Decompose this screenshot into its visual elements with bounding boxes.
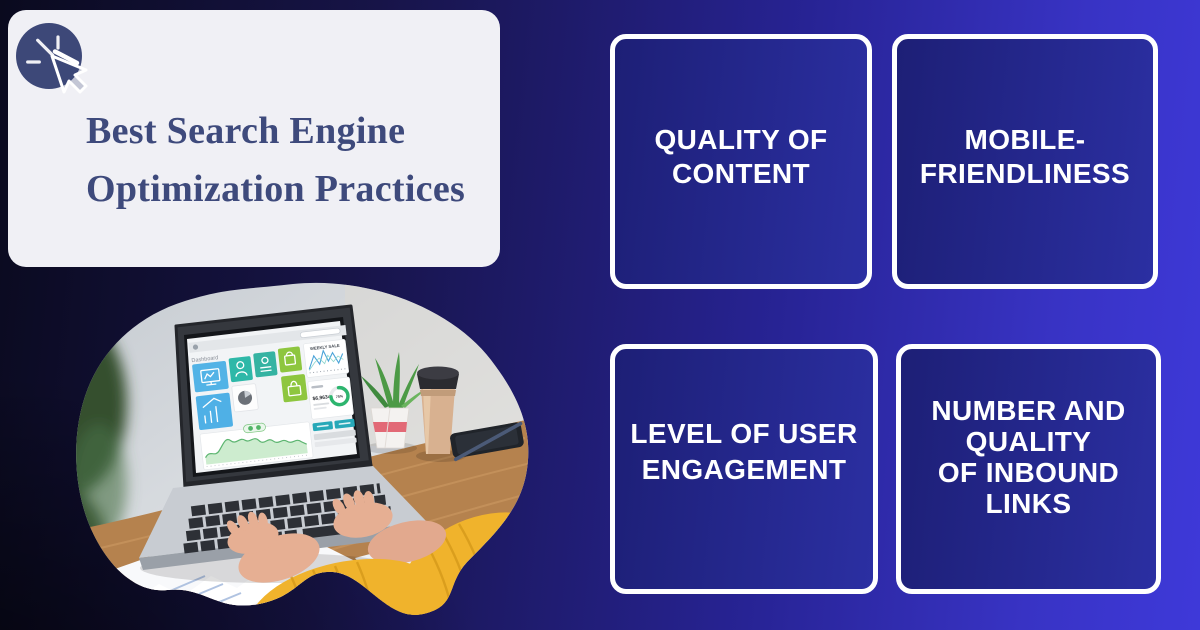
photo-blob: Dashboard: [76, 282, 529, 615]
stat-tiles: [192, 346, 308, 430]
box-label-line: OF INBOUND: [937, 457, 1120, 488]
practice-box-quality-of-content: QUALITY OF CONTENT: [610, 34, 872, 289]
smartphone-and-pen: [450, 421, 524, 462]
practice-box-level-of-user-engagement: LEVEL OF USER ENGAGEMENT: [610, 344, 878, 594]
weekly-sale-card: WEEKLY SALE: [303, 339, 350, 378]
title-line-2: Optimization Practices: [86, 168, 466, 210]
title-card: Best Search Engine Optimization Practice…: [8, 10, 500, 267]
page-title: Best Search Engine Optimization Practice…: [86, 102, 465, 218]
weekly-sale-title: WEEKLY SALE: [310, 343, 340, 351]
box-label-line: QUALITY: [965, 426, 1092, 457]
weekly-sale-line-chart: [308, 349, 344, 370]
donut-chart: 75%: [329, 385, 350, 407]
box-label-line: CONTENT: [671, 157, 811, 189]
box-label-line: LINKS: [985, 488, 1072, 519]
dashboard-page-label: Dashboard: [191, 355, 218, 364]
cursor-arrow-icon: [50, 54, 88, 94]
search-pill: [299, 327, 341, 339]
clock-face: [16, 23, 82, 89]
clock-ticks: [26, 35, 60, 64]
box-label-line: FRIENDLINESS: [919, 157, 1131, 189]
right-hand: [332, 490, 393, 538]
left-hand: [226, 511, 279, 554]
revenue-card: $6,9634 75%: [307, 376, 354, 420]
box-label-line: QUALITY OF: [654, 123, 828, 155]
practice-box-number-and-quality-of-inbound-links: NUMBER AND QUALITY OF INBOUND LINKS: [896, 344, 1161, 594]
click-flash-line: [52, 49, 80, 66]
pen: [453, 421, 523, 462]
analytics-dashboard: Dashboard: [188, 325, 357, 471]
revenue-value: $6,9634: [312, 394, 331, 402]
box-label-line: LEVEL OF USER: [630, 418, 858, 449]
donut-value: 75%: [336, 394, 344, 399]
blurred-plant: [76, 312, 127, 615]
area-chart-card: [199, 421, 314, 471]
title-line-1: Best Search Engine: [86, 110, 406, 152]
practice-box-mobile-friendliness: MOBILE- FRIENDLINESS: [892, 34, 1158, 289]
box-label-line: NUMBER AND: [931, 395, 1126, 426]
clock-click-cursor-icon: [16, 23, 88, 94]
area-chart-fill: [205, 438, 308, 465]
area-chart-line: [205, 438, 307, 458]
box-label-line: ENGAGEMENT: [641, 454, 847, 485]
box-label-line: MOBILE-: [964, 123, 1086, 155]
succulent-plant: [361, 352, 427, 454]
dashboard-buttons: [312, 418, 357, 448]
